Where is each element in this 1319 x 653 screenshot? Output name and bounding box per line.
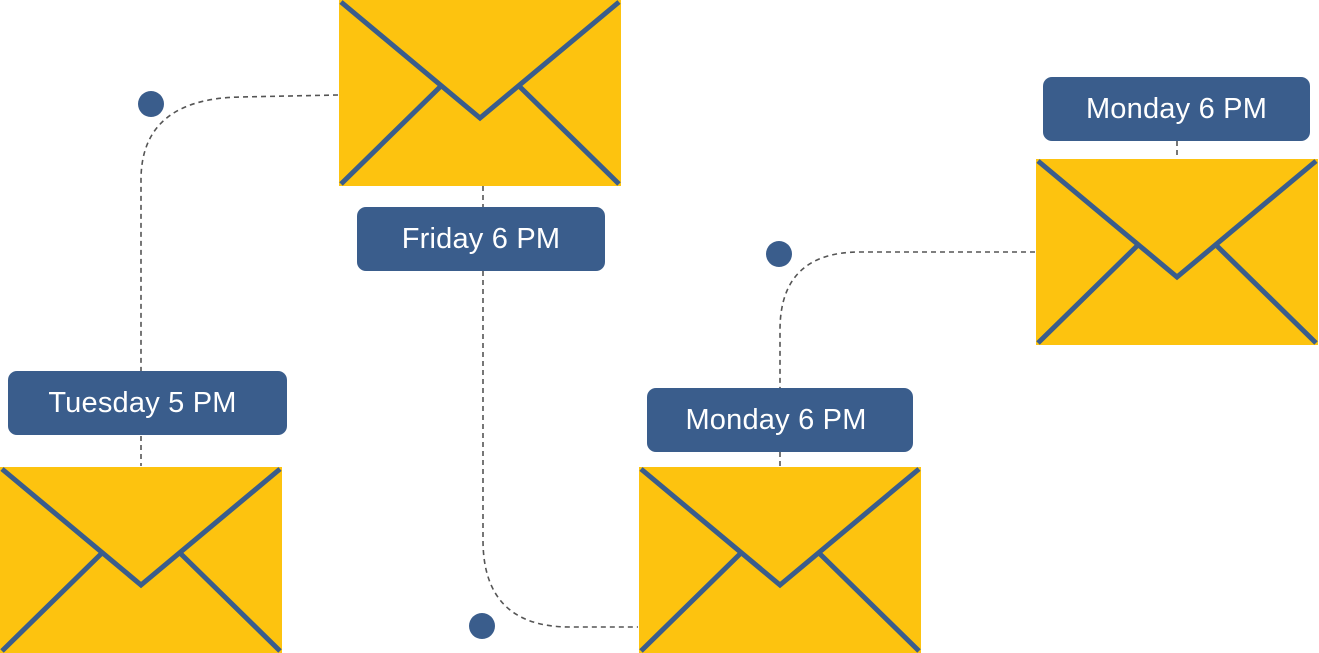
dot-icon bbox=[469, 613, 495, 639]
envelope-icon bbox=[339, 0, 621, 186]
dot-icon bbox=[138, 91, 164, 117]
label-monday-6pm-middle: Monday 6 PM bbox=[647, 388, 913, 452]
label-friday-6pm: Friday 6 PM bbox=[357, 207, 605, 271]
envelope-icon bbox=[639, 467, 921, 653]
label-tuesday-5pm: Tuesday 5 PM bbox=[8, 371, 287, 435]
connector-friday-bottom bbox=[482, 271, 638, 628]
label-monday-6pm-right: Monday 6 PM bbox=[1043, 77, 1310, 141]
envelope-icon bbox=[0, 467, 282, 653]
dot-icon bbox=[766, 241, 792, 267]
connector-top-envelope bbox=[140, 94, 339, 372]
envelope-icon bbox=[1036, 159, 1318, 345]
connector-right-envelope bbox=[779, 251, 1035, 388]
